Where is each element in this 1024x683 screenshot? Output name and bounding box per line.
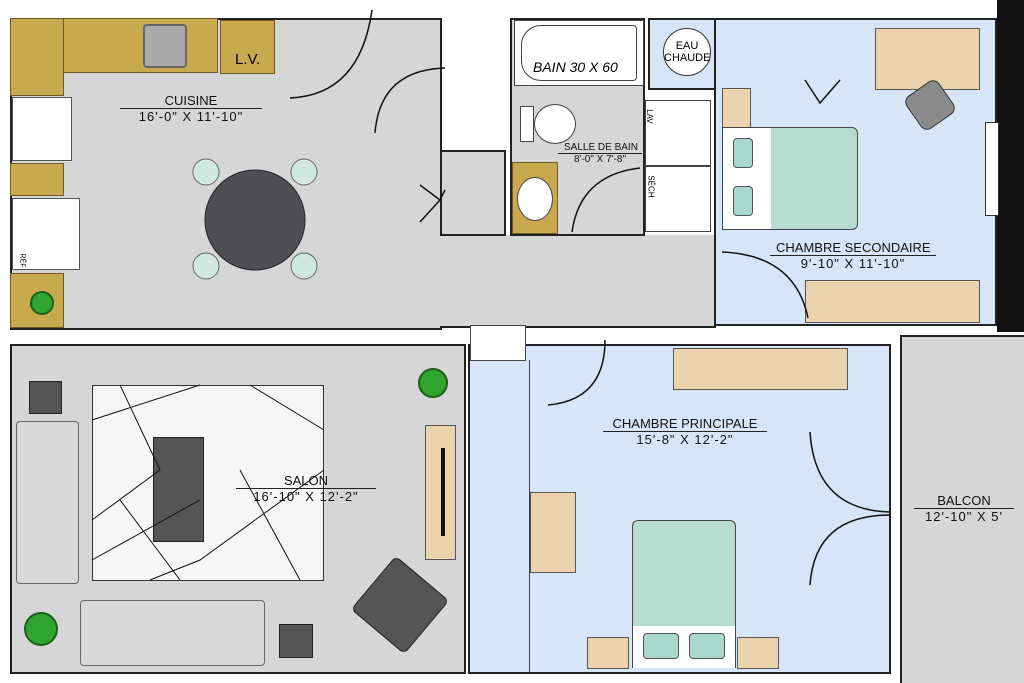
balcony-floor <box>900 335 1024 683</box>
rug <box>92 385 324 581</box>
bathtub-label: BAIN 30 X 60 <box>533 59 618 75</box>
dresser-secondary <box>805 280 980 323</box>
room-name: CHAMBRE PRINCIPALE <box>603 416 767 432</box>
room-label-balcon: BALCON 12'-10" X 5' <box>914 493 1014 524</box>
room-dimensions: 12'-10" X 5' <box>925 509 1003 524</box>
room-label-chambre-secondaire: CHAMBRE SECONDAIRE 9'-10" X 11'-10" <box>770 240 936 271</box>
tv-stand <box>425 425 456 560</box>
dishwasher: L.V. <box>220 20 275 74</box>
room-dimensions: 16'-0" X 11'-10" <box>138 109 244 124</box>
room-name: SALON <box>236 473 376 489</box>
coffee-table <box>153 437 204 542</box>
water-heater-label-2: CHAUDE <box>664 52 711 64</box>
side-table-2 <box>279 624 313 658</box>
room-label-salon: SALON 16'-10" X 12'-2" <box>236 473 376 504</box>
dining-set <box>192 158 318 280</box>
door-swing-bathroom <box>571 167 641 233</box>
room-name: BALCON <box>914 493 1014 509</box>
room-dimensions: 15'-8" X 12'-2" <box>636 432 734 447</box>
washer: LAV <box>645 100 711 166</box>
closet-entry <box>440 150 506 236</box>
exterior-wall-strip <box>997 0 1024 332</box>
entry-cabinet <box>470 325 526 361</box>
refrigerator: RÉF <box>12 198 80 270</box>
water-heater: EAU CHAUDE <box>663 28 711 76</box>
door-swing-balcony-1 <box>809 431 891 513</box>
sofa <box>80 600 265 666</box>
door-swing-master <box>547 339 606 406</box>
desk-master <box>673 348 848 390</box>
closet-master <box>470 360 530 672</box>
window-secondary-bedroom <box>985 122 999 216</box>
door-swing-secondary-bedroom <box>721 251 809 319</box>
sink <box>143 24 187 68</box>
room-label-cuisine: CUISINE 16'-0" X 11'-10" <box>120 93 262 124</box>
room-name: CHAMBRE SECONDAIRE <box>770 240 936 256</box>
bathroom-vanity <box>512 162 558 234</box>
kitchen-counter-small <box>10 163 64 196</box>
dresser-master <box>530 492 576 573</box>
plant-icon <box>418 368 448 398</box>
hallway-floor <box>440 235 716 328</box>
room-label-chambre-principale: CHAMBRE PRINCIPALE 15'-8" X 12'-2" <box>603 416 767 447</box>
toilet <box>520 104 576 144</box>
nightstand-right <box>737 637 779 669</box>
bathtub: BAIN 30 X 60 <box>514 20 644 86</box>
side-table-1 <box>29 381 62 414</box>
room-name: SALLE DE BAIN <box>558 142 642 154</box>
nightstand-left <box>587 637 629 669</box>
room-dimensions: 8'-0" X 7'-8" <box>573 154 627 165</box>
dishwasher-label: L.V. <box>235 51 261 68</box>
room-dimensions: 9'-10" X 11'-10" <box>800 256 906 271</box>
plant-icon <box>24 612 58 646</box>
door-swing-closet <box>374 67 446 134</box>
dryer: SÉCH <box>645 166 711 232</box>
bed-secondary <box>722 127 858 230</box>
door-swing-balcony-2 <box>809 514 891 586</box>
water-heater-label-1: EAU <box>675 40 699 52</box>
room-label-salle-de-bain: SALLE DE BAIN 8'-0" X 7'-8" <box>558 142 642 165</box>
stove <box>12 97 72 161</box>
nightstand-secondary <box>722 88 751 128</box>
bed-master <box>632 520 736 668</box>
room-name: CUISINE <box>120 93 262 109</box>
kitchen-counter-left <box>10 18 64 96</box>
door-swing-entry <box>289 9 373 99</box>
desk-secondary <box>875 28 980 90</box>
loveseat <box>16 421 79 584</box>
room-dimensions: 16'-10" X 12'-2" <box>253 489 359 504</box>
plant-icon <box>30 291 54 315</box>
